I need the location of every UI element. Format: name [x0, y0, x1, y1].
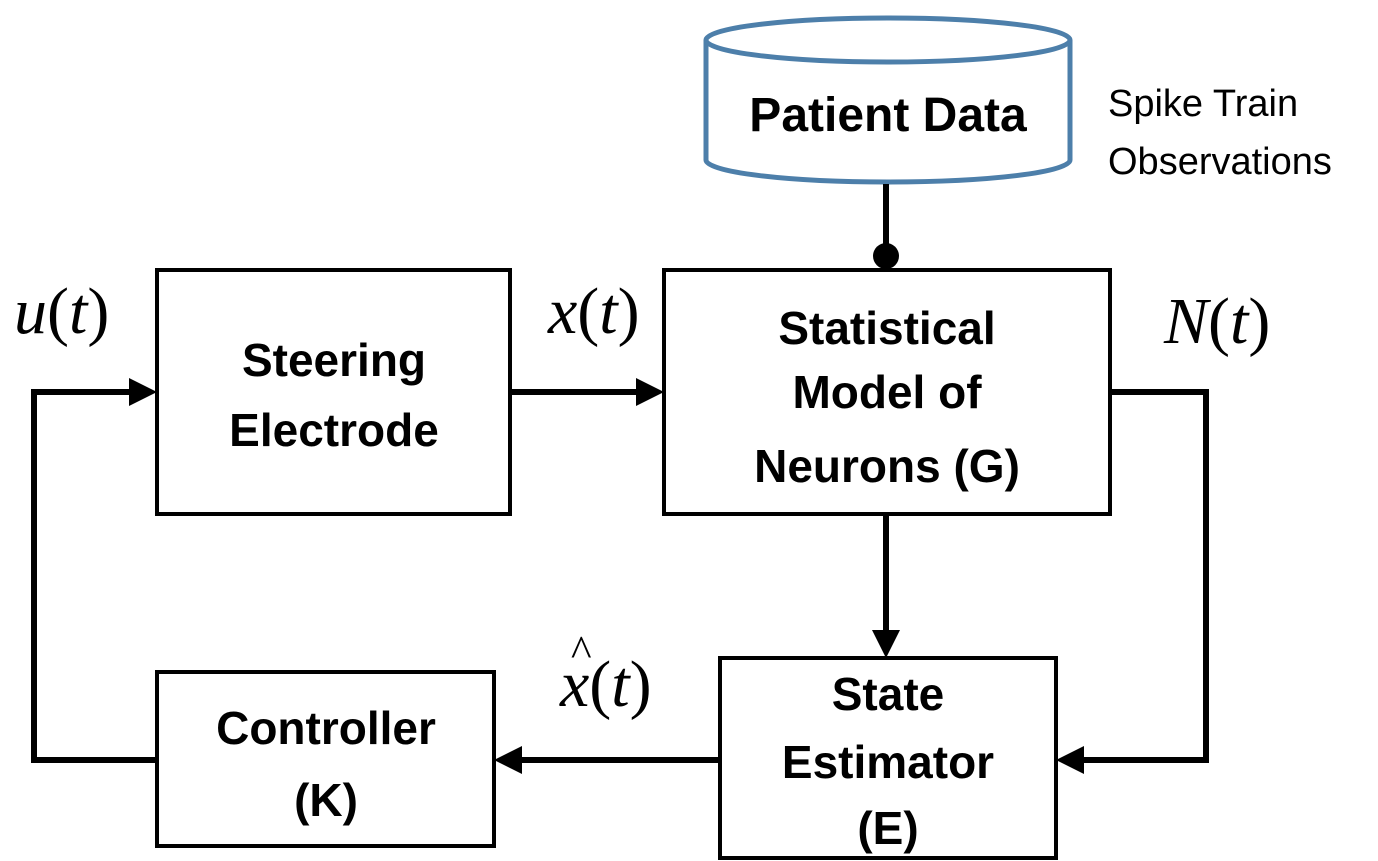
signal-x-label: x(t)	[547, 275, 640, 348]
arrow-into-controller	[494, 746, 522, 774]
state-estimator-line1: State	[832, 668, 944, 720]
patient-data-database: Patient Data	[703, 15, 1073, 185]
steering-electrode-box	[155, 268, 512, 516]
statistical-model-block: Statistical Model of Neurons (G)	[662, 268, 1112, 516]
state-estimator-line2: Estimator	[782, 736, 994, 788]
signal-xhat-label: x(t)	[559, 648, 652, 721]
wire-observations-feedback	[1082, 389, 1209, 763]
spike-train-note-line2: Observations	[1108, 141, 1332, 183]
arrow-into-estimator-top	[872, 630, 900, 658]
controller-box	[155, 670, 496, 848]
statistical-model-line3: Neurons (G)	[754, 440, 1020, 492]
arrow-into-model	[636, 378, 664, 406]
state-estimator-block: State Estimator (E)	[718, 656, 1058, 860]
database-top	[703, 15, 1073, 65]
database-body	[703, 40, 1073, 185]
controller-block: Controller (K)	[155, 670, 496, 848]
signal-u-label: u(t)	[14, 275, 109, 348]
arrow-into-estimator-side	[1056, 746, 1084, 774]
steering-electrode-line2: Electrode	[229, 404, 439, 456]
arrow-into-steering	[129, 378, 157, 406]
signal-n-label: N(t)	[1163, 285, 1270, 358]
state-estimator-line3: (E)	[857, 802, 918, 854]
statistical-model-line1: Statistical	[778, 302, 995, 354]
controller-line1: Controller	[216, 702, 436, 754]
steering-electrode-block: Steering Electrode	[155, 268, 512, 516]
statistical-model-box	[662, 268, 1112, 516]
controller-line2: (K)	[294, 774, 358, 826]
steering-electrode-line1: Steering	[242, 334, 426, 386]
signal-xhat-hat: ^	[570, 627, 591, 676]
wire-controller-feedback	[31, 389, 157, 763]
statistical-model-line2: Model of	[792, 366, 982, 418]
spike-train-note-line1: Spike Train	[1108, 83, 1298, 125]
connector-dot	[873, 243, 899, 269]
database-label: Patient Data	[749, 89, 1027, 142]
